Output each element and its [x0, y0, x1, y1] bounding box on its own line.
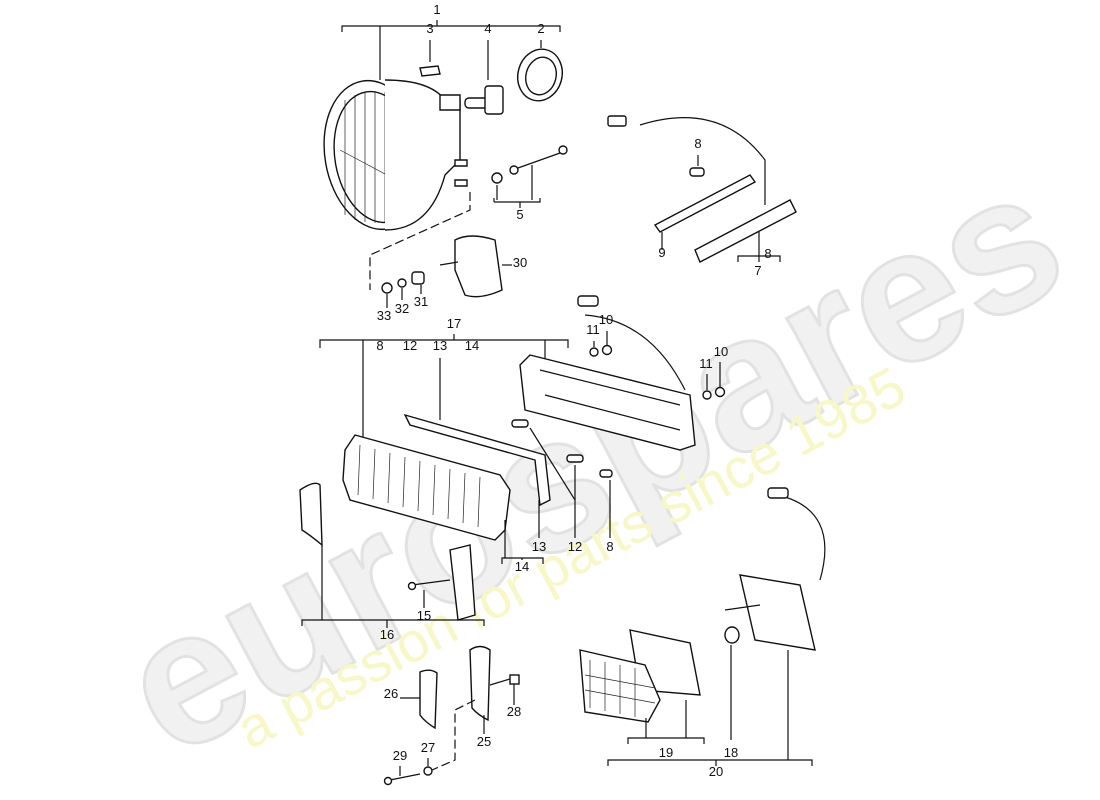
callout-12a[interactable]: 12 — [403, 338, 417, 353]
part-8-bulb[interactable] — [689, 167, 705, 177]
part-18-bulb[interactable] — [724, 626, 740, 644]
callout-3[interactable]: 3 — [426, 21, 433, 36]
part-26-lens[interactable] — [419, 669, 438, 730]
part-5-adjuster[interactable] — [491, 145, 568, 208]
part-9-gasket[interactable] — [653, 174, 757, 233]
part-3-clip[interactable] — [419, 65, 441, 77]
callout-32[interactable]: 32 — [395, 301, 409, 316]
part-2-bulb-holder[interactable] — [512, 44, 568, 106]
part-29-screw[interactable] — [383, 776, 393, 786]
callout-29[interactable]: 29 — [393, 748, 407, 763]
part-15-screw[interactable] — [407, 581, 417, 591]
part-10-nut-2[interactable] — [714, 386, 726, 398]
part-31-33-fasteners[interactable] — [381, 271, 425, 308]
part-27-washer[interactable] — [423, 766, 433, 776]
callout-15[interactable]: 15 — [417, 608, 431, 623]
callout-13b[interactable]: 13 — [532, 539, 546, 554]
fog-light-housing[interactable] — [519, 354, 696, 451]
callout-26[interactable]: 26 — [384, 686, 398, 701]
fog-light-assembly[interactable] — [299, 295, 726, 628]
callout-11b[interactable]: 11 — [699, 356, 713, 371]
part-25-trim[interactable] — [469, 645, 491, 722]
part-10-nut[interactable] — [601, 344, 613, 356]
callout-19[interactable]: 19 — [659, 745, 673, 760]
callout-9[interactable]: 9 — [658, 245, 665, 260]
side-marker-assembly[interactable] — [607, 115, 797, 263]
trim-right[interactable] — [449, 544, 476, 621]
turn-signal-assembly[interactable] — [579, 487, 826, 766]
callout-14a[interactable]: 14 — [465, 338, 479, 353]
callout-18[interactable]: 18 — [724, 745, 738, 760]
callout-1[interactable]: 1 — [433, 2, 440, 17]
callout-10b[interactable]: 10 — [714, 344, 728, 359]
headlight-assembly[interactable] — [313, 20, 568, 308]
part-30-leveling-motor[interactable] — [439, 235, 512, 298]
callout-27[interactable]: 27 — [421, 740, 435, 755]
callout-8a[interactable]: 8 — [694, 136, 701, 151]
callout-20[interactable]: 20 — [709, 764, 723, 779]
part-28-clip[interactable] — [509, 674, 520, 685]
callout-5[interactable]: 5 — [516, 207, 523, 222]
part-7-marker-lens[interactable] — [694, 199, 797, 263]
callout-14b[interactable]: 14 — [515, 559, 529, 574]
callout-25[interactable]: 25 — [477, 734, 491, 749]
fog-light-lens[interactable] — [342, 434, 511, 541]
part-13-gasket[interactable] — [403, 413, 551, 507]
part-11-washer-2[interactable] — [702, 390, 712, 400]
callout-16[interactable]: 16 — [380, 627, 394, 642]
part-4-bulb[interactable] — [464, 85, 504, 115]
callout-8c[interactable]: 8 — [376, 338, 383, 353]
callout-12b[interactable]: 12 — [568, 539, 582, 554]
callout-10a[interactable]: 10 — [599, 312, 613, 327]
turn-signal-housing[interactable] — [739, 574, 816, 651]
callout-2[interactable]: 2 — [537, 21, 544, 36]
callout-31[interactable]: 31 — [414, 294, 428, 309]
callout-11a[interactable]: 11 — [586, 322, 600, 337]
callout-8b[interactable]: 8 — [764, 246, 771, 261]
callout-8d[interactable]: 8 — [606, 539, 613, 554]
callout-7[interactable]: 7 — [754, 263, 761, 278]
part-12-bulb[interactable] — [511, 419, 584, 463]
callout-4[interactable]: 4 — [484, 21, 491, 36]
callout-30[interactable]: 30 — [513, 255, 527, 270]
side-trim-parts[interactable] — [383, 645, 520, 786]
callout-28[interactable]: 28 — [507, 704, 521, 719]
callout-13a[interactable]: 13 — [433, 338, 447, 353]
callout-17[interactable]: 17 — [447, 316, 461, 331]
callout-33[interactable]: 33 — [377, 308, 391, 323]
part-8-bulb-fog[interactable] — [599, 469, 613, 478]
part-11-washer[interactable] — [589, 347, 599, 357]
